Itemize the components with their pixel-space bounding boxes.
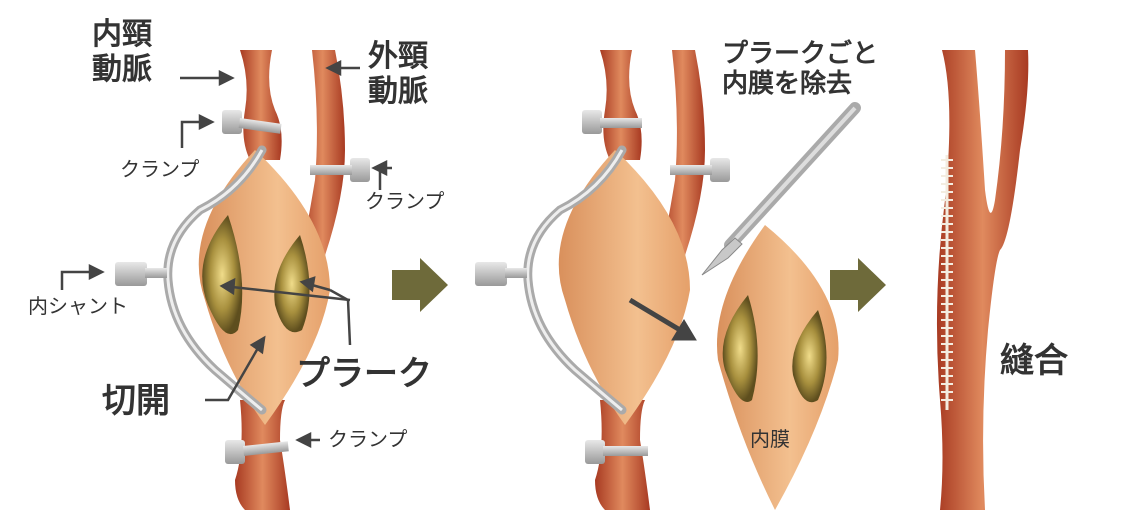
plaque xyxy=(274,235,310,333)
clamp xyxy=(115,262,167,286)
label-plaque: プラーク xyxy=(296,354,432,394)
label-intima: 内膜 xyxy=(750,427,790,451)
label-remove-with-intima: プラークごと 内膜を除去 xyxy=(722,39,879,99)
label-external-carotid: 外頸 動脈 xyxy=(368,39,428,109)
common-carotid-artery xyxy=(235,400,290,510)
external-carotid-artery xyxy=(300,50,345,270)
panel-removal xyxy=(475,50,861,510)
step-arrow xyxy=(830,258,886,312)
clamp xyxy=(310,158,370,182)
sutures xyxy=(941,159,953,401)
label-internal-shunt: 内シャント xyxy=(28,294,128,318)
label-suture: 縫合 xyxy=(1000,341,1068,381)
label-clamp-bottom: クランプ xyxy=(328,427,408,451)
label-internal-carotid: 内頸 動脈 xyxy=(92,17,152,87)
opened-artery-intima xyxy=(198,150,330,425)
plaque xyxy=(792,310,827,403)
repaired-artery xyxy=(936,50,1029,510)
scalpel-icon xyxy=(701,102,861,276)
pointer-lines xyxy=(60,59,392,449)
label-incision: 切開 xyxy=(102,381,170,421)
plaque xyxy=(202,215,243,335)
panel-after xyxy=(936,50,1029,510)
panel-before xyxy=(60,50,392,510)
clamp xyxy=(225,440,289,464)
label-clamp-top: クランプ xyxy=(120,157,200,181)
clamp xyxy=(222,110,282,134)
plaque xyxy=(722,295,758,402)
step-arrow xyxy=(392,258,448,312)
internal-carotid-artery xyxy=(240,50,282,160)
removal-arrow xyxy=(628,297,697,341)
label-clamp-external: クランプ xyxy=(365,189,445,213)
